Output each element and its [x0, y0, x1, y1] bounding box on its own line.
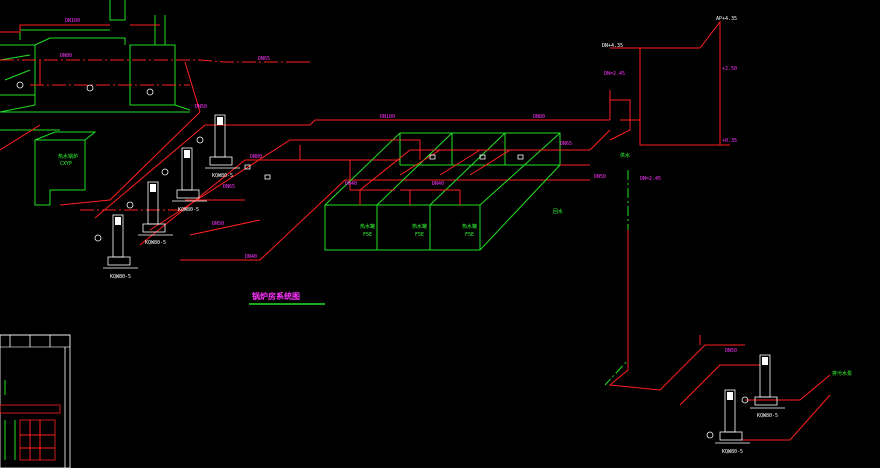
pipe-size-top-2: DN80	[60, 53, 72, 59]
pump-4: KQW80-5	[103, 214, 138, 280]
pump-1-label: KQW80-5	[212, 173, 233, 179]
tank-2-label: 热水罐	[412, 223, 427, 230]
pipe-size-t4: DN50	[594, 174, 606, 180]
pipe-size-c: DN50	[212, 221, 224, 227]
supply-label: 供水	[620, 152, 630, 159]
pump-3: KQW80-5	[138, 181, 173, 246]
water-softener-unit: 热水锅炉 CXYP	[34, 131, 97, 206]
pump-6-label: KQW80-5	[722, 449, 743, 455]
return-label: 回水	[553, 208, 563, 215]
boiler-block-left	[0, 0, 191, 131]
pump-1: KQW80-5	[205, 114, 240, 179]
valve-symbols	[16, 81, 749, 439]
tank-2-sub: F5E	[415, 232, 424, 238]
bottom-left-detail	[0, 334, 71, 468]
pipe-size-top-1: DN100	[65, 18, 80, 24]
pipe-size-t1: DN40	[345, 181, 357, 187]
elev-label-2: +0.35	[722, 138, 737, 144]
main-header-pipes: DN80 DN65 DN50 DN40 DN100 DN80	[0, 90, 611, 261]
riser-label-2: DN=2.45	[640, 176, 661, 182]
boiler-unit-sub: CXYP	[60, 161, 72, 167]
right-riser: AP+4.35 DN+4.35 DN=2.45 DN=2.45 +2.50 +0…	[553, 16, 737, 391]
pump-2-label: KQW80-5	[178, 207, 199, 213]
top-right-label-2: DN+4.35	[602, 43, 623, 49]
pump-5: KQW80-5	[750, 354, 785, 419]
riser-label-1: DN=2.45	[604, 71, 625, 77]
tank-group: 热水罐 F5E 热水罐 F5E 热水罐 F5E	[324, 132, 561, 251]
tank-1-label: 热水罐	[360, 223, 375, 230]
tank-3-sub: F5E	[465, 232, 474, 238]
pump-4-label: KQW80-5	[110, 274, 131, 280]
pipe-size-t2: DN40	[432, 181, 444, 187]
pipe-size-b: DN65	[223, 184, 235, 190]
boiler-unit-label: 热水锅炉	[58, 153, 78, 160]
pump-3-label: KQW80-5	[145, 240, 166, 246]
bottom-right-label: 排污水泵	[832, 370, 852, 377]
pipe-size-t3: DN65	[560, 141, 572, 147]
pump-2: KQW80-5	[172, 147, 207, 213]
pump-6: KQW80-5	[715, 389, 750, 455]
title-text: 锅炉房系统图	[251, 291, 300, 301]
top-right-label-1: AP+4.35	[716, 16, 737, 22]
bottom-right-pumps: DN50 排污水泵	[659, 335, 852, 441]
pipe-size-d: DN40	[245, 254, 257, 260]
elev-label-1: +2.50	[722, 66, 737, 72]
tank-pipes: DN40 DN40 DN65 DN50	[345, 129, 611, 205]
pipe-size-top-3: DN65	[258, 56, 270, 62]
drawing-title: 锅炉房系统图	[249, 291, 325, 305]
pipe-size-a: DN80	[250, 154, 262, 160]
pipe-size-mid: DN50	[195, 104, 207, 110]
supply-pipes-top: DN100 DN80 DN65 DN50	[0, 18, 310, 113]
tank-3-label: 热水罐	[462, 223, 477, 230]
pump-5-label: KQW80-5	[757, 413, 778, 419]
pipe-size-e: DN100	[380, 114, 395, 120]
tank-1-sub: F5E	[363, 232, 372, 238]
pump-pipe-label: DN50	[725, 348, 737, 354]
pipe-size-f: DN80	[533, 114, 545, 120]
